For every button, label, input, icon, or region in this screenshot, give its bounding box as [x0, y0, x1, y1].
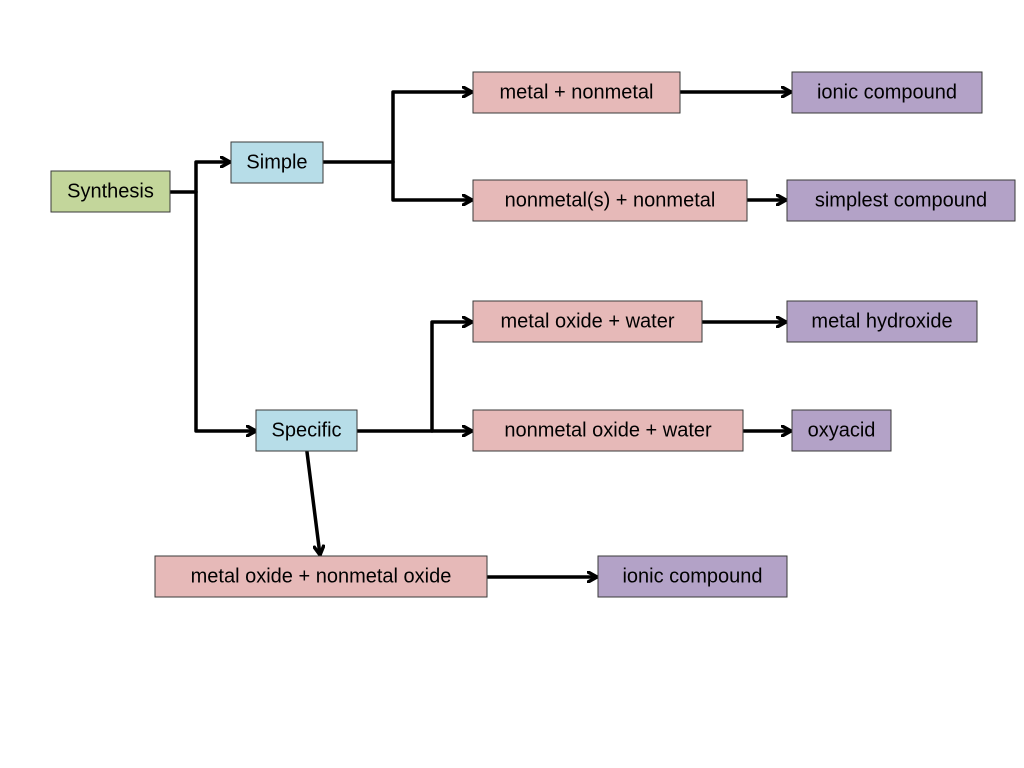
node-metal-nonmetal: metal + nonmetal [472, 71, 681, 114]
node-metal-hydroxide-label: metal hydroxide [811, 311, 952, 333]
node-metal-hydroxide: metal hydroxide [786, 300, 978, 343]
connector-specific-to-metal-oxide-nonmetal-oxide [305, 450, 320, 557]
node-simplest-compound-label: simplest compound [815, 190, 987, 212]
node-simplest-compound: simplest compound [786, 179, 1016, 222]
connector-synthesis-to-specific [194, 190, 258, 431]
node-specific: Specific [255, 409, 358, 452]
node-ionic-compound-1-label: ionic compound [817, 82, 957, 104]
node-metal-nonmetal-label: metal + nonmetal [500, 82, 654, 104]
node-simple-label: Simple [246, 152, 307, 174]
node-oxyacid: oxyacid [791, 409, 892, 452]
connector-specific-to-metal-oxide-water [430, 322, 474, 433]
node-simple: Simple [230, 141, 324, 184]
node-specific-label: Specific [271, 420, 341, 442]
connectors [168, 92, 793, 577]
node-synthesis: Synthesis [50, 170, 171, 213]
node-oxyacid-label: oxyacid [808, 420, 876, 442]
node-nonmetals-nonmetal: nonmetal(s) + nonmetal [472, 179, 748, 222]
node-metal-oxide-water-label: metal oxide + water [501, 311, 675, 333]
node-ionic-compound-2-label: ionic compound [622, 566, 762, 588]
node-synthesis-label: Synthesis [67, 181, 154, 203]
node-metal-oxide-nonmetal-oxide-label: metal oxide + nonmetal oxide [191, 566, 452, 588]
node-ionic-compound-1: ionic compound [791, 71, 983, 114]
node-metal-oxide-water: metal oxide + water [472, 300, 703, 343]
node-ionic-compound-2: ionic compound [597, 555, 788, 598]
connector-synthesis-to-simple [168, 162, 232, 194]
connector-simple-to-nonmetals-nonmetal [391, 160, 474, 200]
node-nonmetals-nonmetal-label: nonmetal(s) + nonmetal [505, 190, 716, 212]
node-nonmetal-oxide-water: nonmetal oxide + water [472, 409, 744, 452]
node-nonmetal-oxide-water-label: nonmetal oxide + water [504, 420, 712, 442]
connector-simple-to-metal-nonmetal [321, 92, 474, 164]
node-metal-oxide-nonmetal-oxide: metal oxide + nonmetal oxide [154, 555, 488, 598]
